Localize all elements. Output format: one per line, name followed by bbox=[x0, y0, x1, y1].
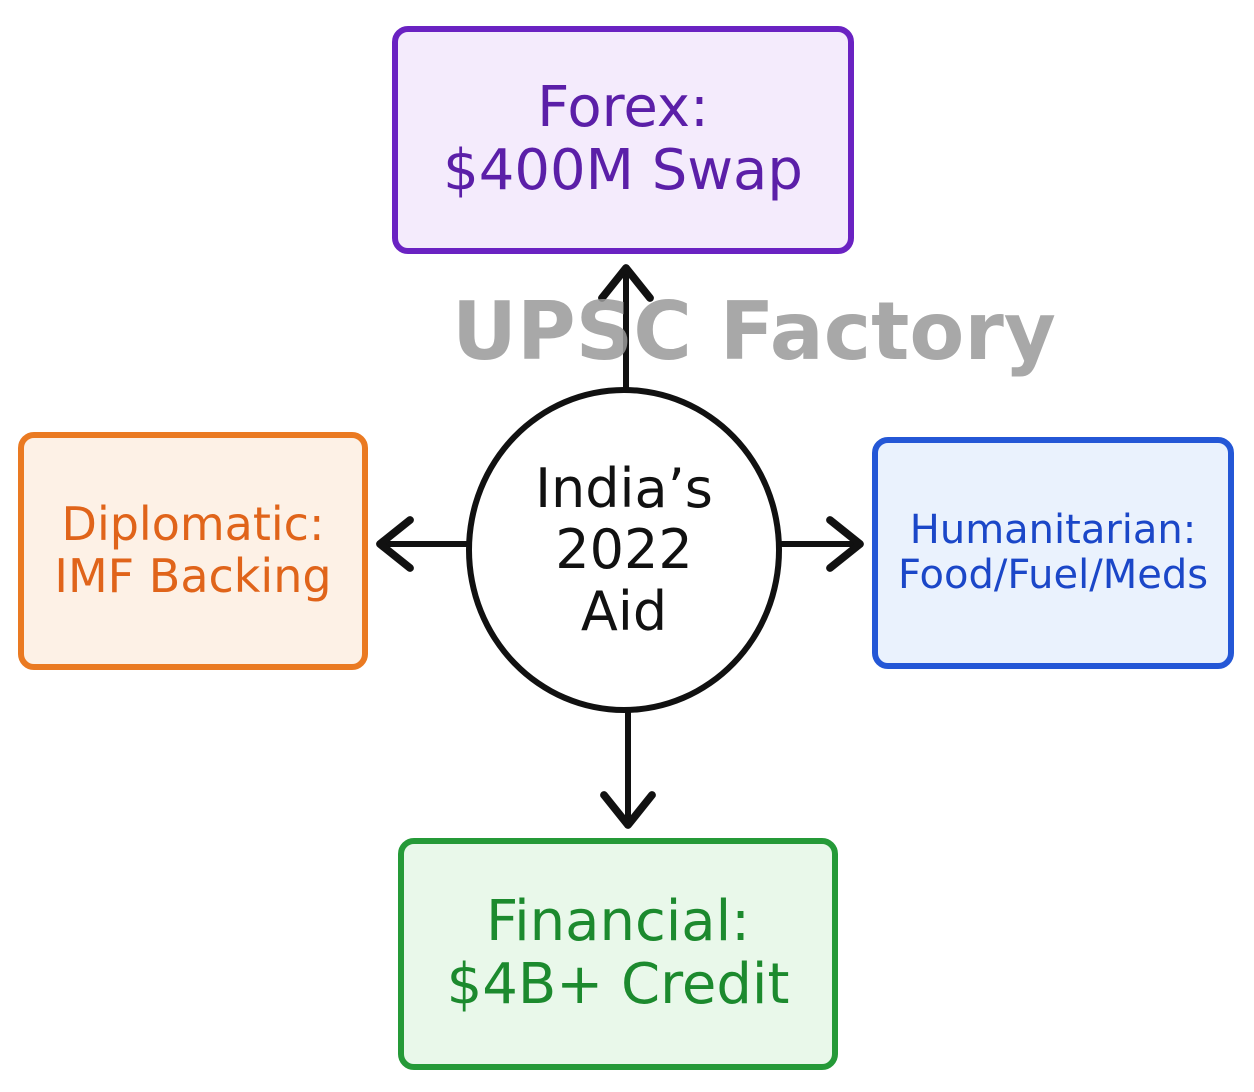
node-forex-title: Forex: bbox=[537, 75, 709, 141]
hub-line-1: India’s bbox=[535, 456, 713, 520]
node-diplomatic-title: Diplomatic: bbox=[61, 497, 325, 552]
hub-line-3: Aid bbox=[580, 579, 668, 643]
node-diplomatic: Diplomatic: IMF Backing bbox=[18, 432, 368, 670]
node-humanitarian: Humanitarian: Food/Fuel/Meds bbox=[872, 437, 1234, 669]
hub-circle: India’s 2022 Aid bbox=[466, 387, 782, 713]
node-financial-title: Financial: bbox=[485, 889, 751, 955]
node-humanitarian-title: Humanitarian: bbox=[909, 507, 1197, 554]
node-financial-value: $4B+ Credit bbox=[446, 952, 790, 1017]
node-forex-value: $400M Swap bbox=[443, 138, 803, 203]
node-diplomatic-value: IMF Backing bbox=[54, 549, 332, 603]
node-forex: Forex: $400M Swap bbox=[392, 26, 854, 254]
node-humanitarian-value: Food/Fuel/Meds bbox=[897, 552, 1209, 598]
hub-line-2: 2022 bbox=[555, 518, 693, 582]
node-financial: Financial: $4B+ Credit bbox=[398, 838, 838, 1070]
